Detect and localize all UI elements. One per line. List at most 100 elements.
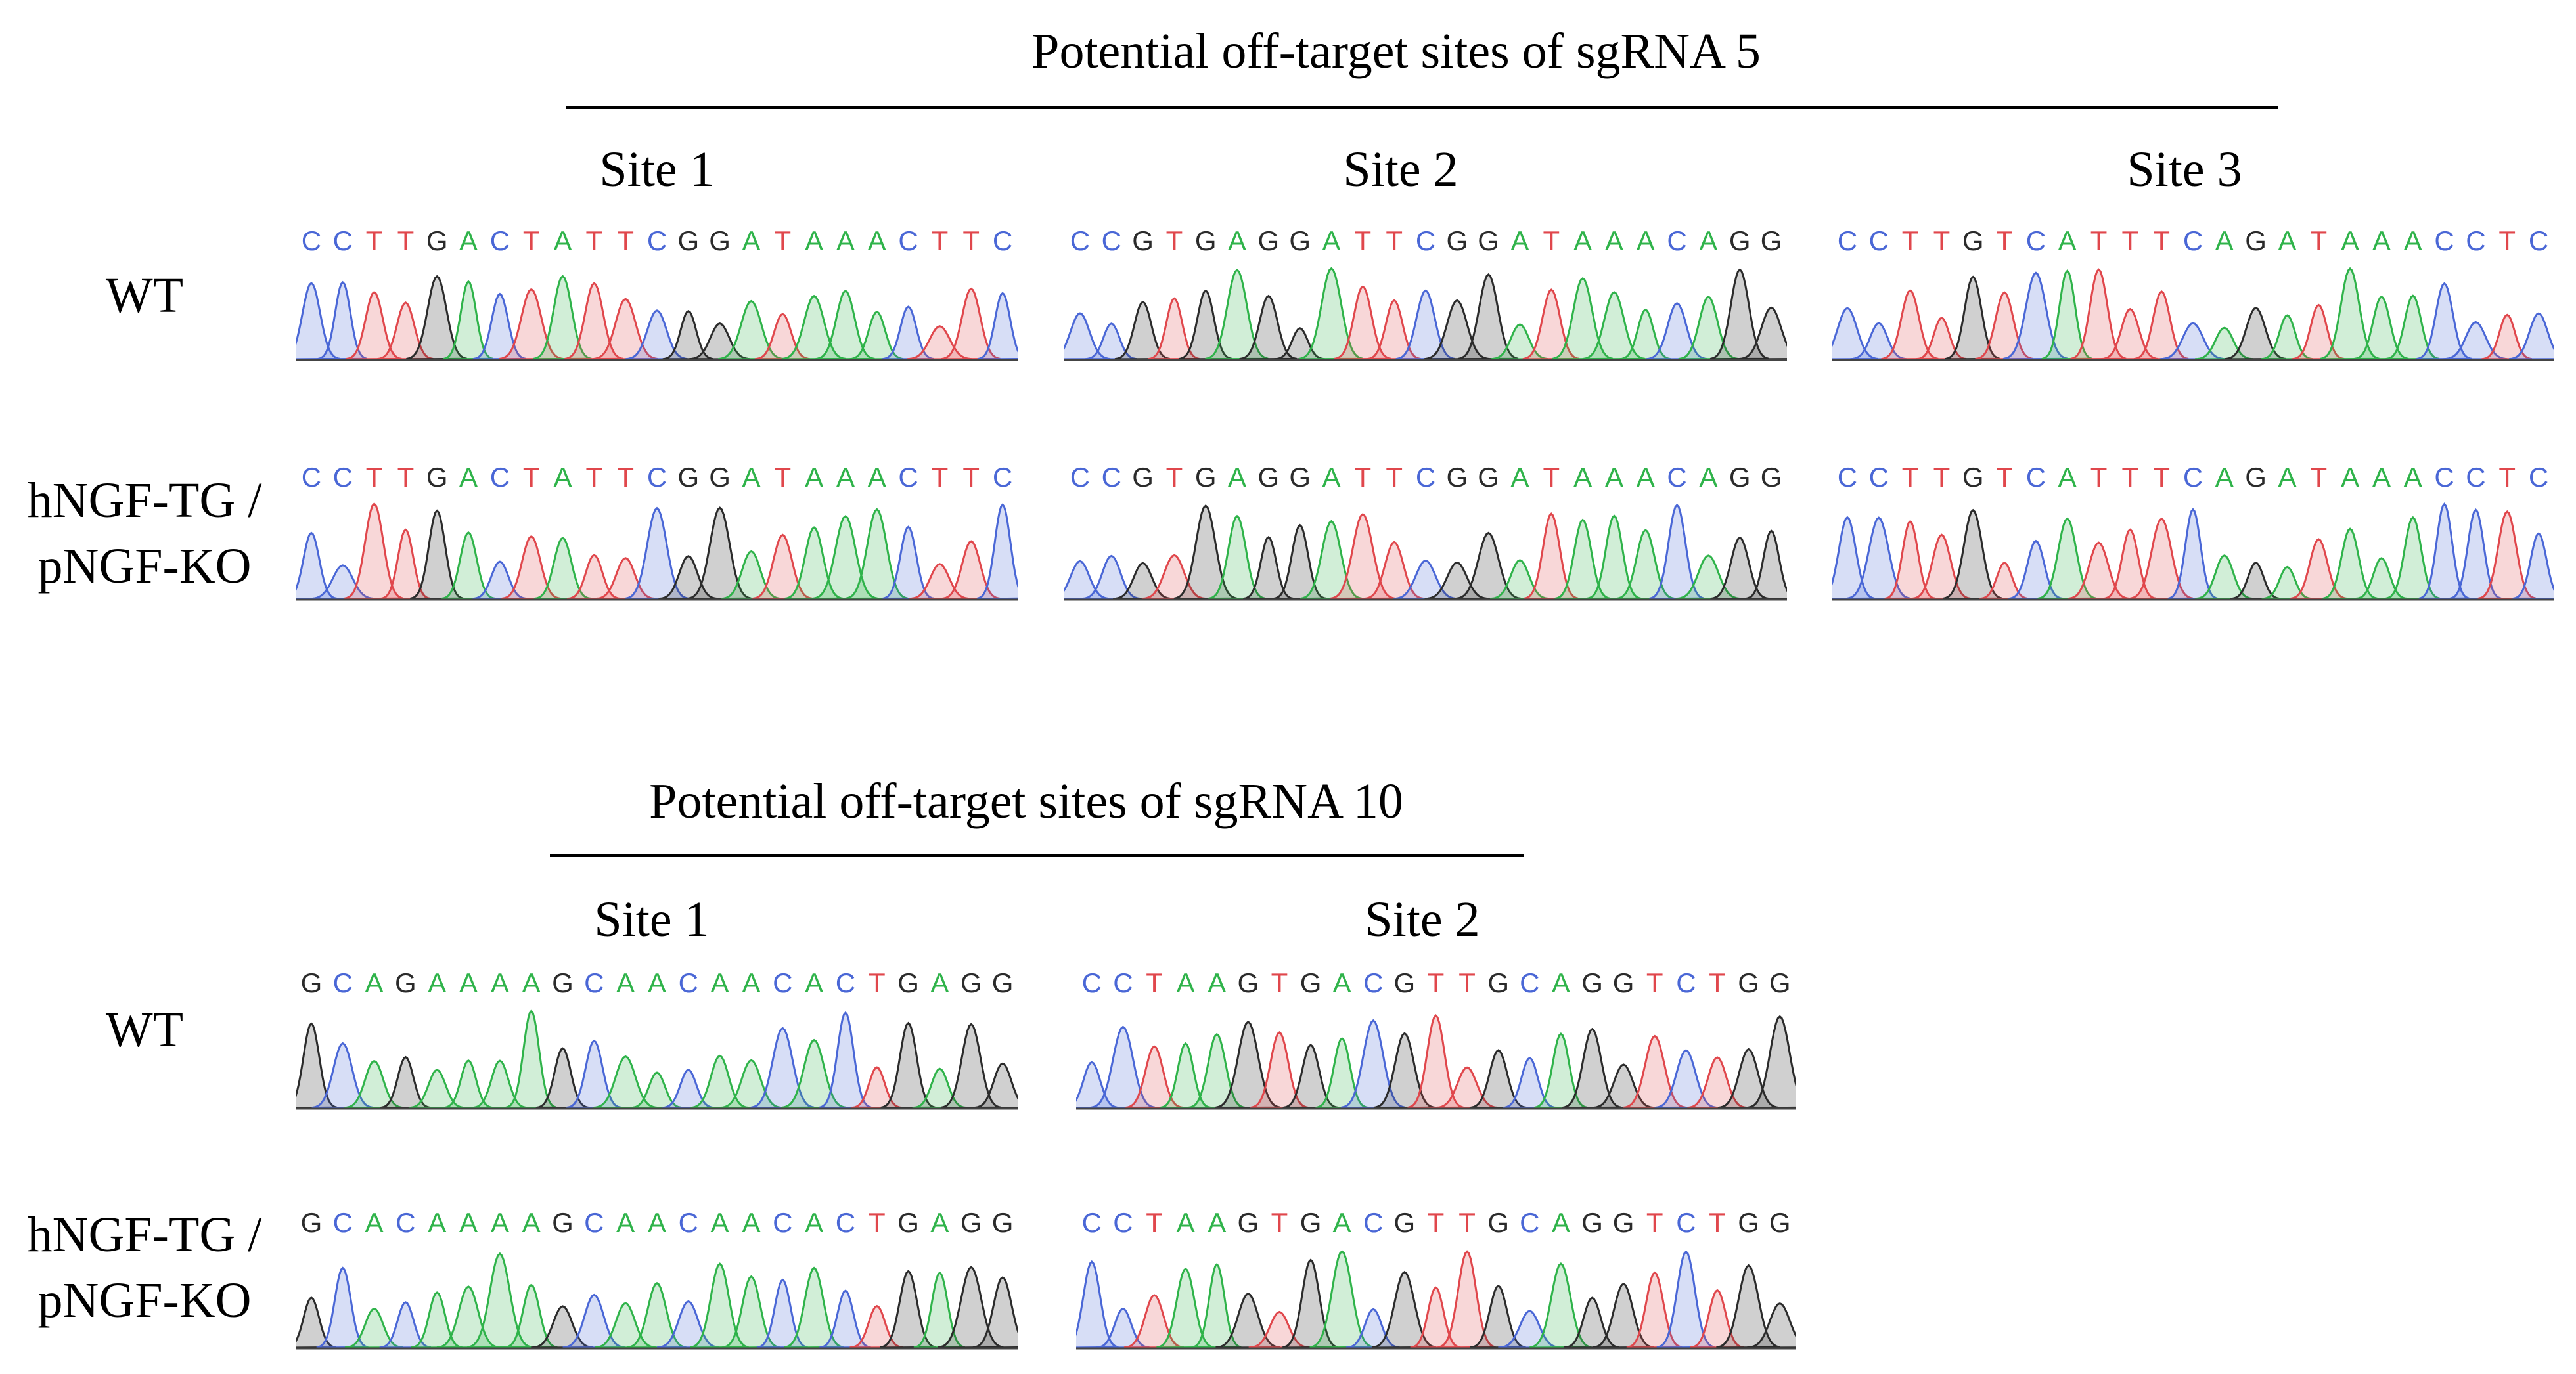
base-call-C: C [1676,967,1696,998]
base-call-A: A [930,967,949,998]
peak-C [1090,1025,1156,1109]
peak-A [1208,514,1265,600]
trace [296,1009,1018,1110]
base-call-C: C [1081,967,1102,998]
peak-T [2129,517,2194,600]
base-call-T: T [397,225,415,256]
peak-T [907,325,972,361]
base-call-T: T [1709,1207,1726,1238]
base-call-G: G [552,967,574,998]
peak-T [1979,562,2029,600]
peak-C [317,280,368,361]
trace [1076,1013,1796,1110]
peak-A [436,1285,499,1349]
base-call-C: C [395,1207,416,1238]
base-call-A: A [522,967,541,998]
peak-T [1141,554,1206,600]
base-call-T: T [522,462,540,493]
base-call-C: C [1113,967,1133,998]
base-call-A: A [1636,225,1655,256]
base-call-T: T [1427,1207,1445,1238]
peak-C [1832,307,1878,361]
peak-T [346,290,402,361]
peak-C [976,503,1018,600]
peak-A [504,1283,558,1349]
base-call-A: A [805,462,824,493]
peak-A [1529,1262,1592,1349]
base-call-A: A [1176,967,1195,998]
base-call-C: C [835,1207,856,1238]
base-call-G: G [1581,1207,1603,1238]
base-call-G: G [1393,1207,1416,1238]
base-call-A: A [1699,462,1718,493]
peak-A [784,1266,844,1349]
peak-T [2101,307,2158,361]
peak-C [1649,503,1704,600]
row-label-tg-line2: pNGF-KO [37,1273,252,1328]
base-call-C: C [489,225,510,256]
peak-C [1064,312,1111,361]
base-call-A: A [1510,225,1529,256]
base-call-C: C [898,225,918,256]
base-call-C: C [1113,1207,1133,1238]
peak-G [1945,275,2000,361]
base-call-C: C [301,225,322,256]
peak-G [880,1270,936,1349]
base-call-G: G [426,225,448,256]
base-call-A: A [459,967,478,998]
base-call-G: G [1446,225,1468,256]
peak-G [1593,1282,1654,1349]
base-call-C: C [1868,225,1889,256]
peak-G [406,275,467,361]
base-call-A: A [428,1207,447,1238]
base-call-C: C [898,462,918,493]
peak-G [972,1276,1018,1349]
base-call-A: A [2058,462,2077,493]
peak-C [625,506,689,600]
peak-G [1717,1048,1779,1109]
base-call-A: A [2372,225,2391,256]
base-call-T: T [617,462,634,493]
peak-C [1656,1250,1715,1349]
peak-A [593,1055,658,1109]
peak-G [1373,1032,1435,1109]
peak-A [2355,557,2408,600]
base-call-C: C [1868,462,1889,493]
peak-C [625,309,688,361]
peak-T [595,557,656,600]
peak-G [410,509,464,600]
base-call-G: G [897,967,919,998]
peak-T [1881,289,1939,361]
peak-G [689,322,750,361]
base-call-G: G [1299,967,1322,998]
base-call-C: C [332,462,353,493]
base-call-A: A [365,967,384,998]
base-call-C: C [1667,462,1687,493]
peak-C [1498,1310,1561,1349]
base-call-A: A [1510,462,1529,493]
base-call-T: T [1146,967,1163,998]
peak-C [2508,312,2554,361]
peak-C [2449,508,2502,600]
base-call-A: A [2278,462,2297,493]
peak-A [1309,1250,1374,1349]
base-call-C: C [1081,1207,1102,1238]
trace [296,1252,1018,1350]
peak-T [851,1066,902,1109]
peak-C [472,292,526,361]
base-call-T: T [2153,462,2170,493]
base-call-C: C [2466,462,2486,493]
peak-A [1582,291,1645,361]
base-call-T: T [2310,462,2328,493]
peak-G [973,1062,1018,1109]
base-call-T: T [522,225,540,256]
base-call-A: A [2372,462,2391,493]
peak-C [296,531,337,600]
